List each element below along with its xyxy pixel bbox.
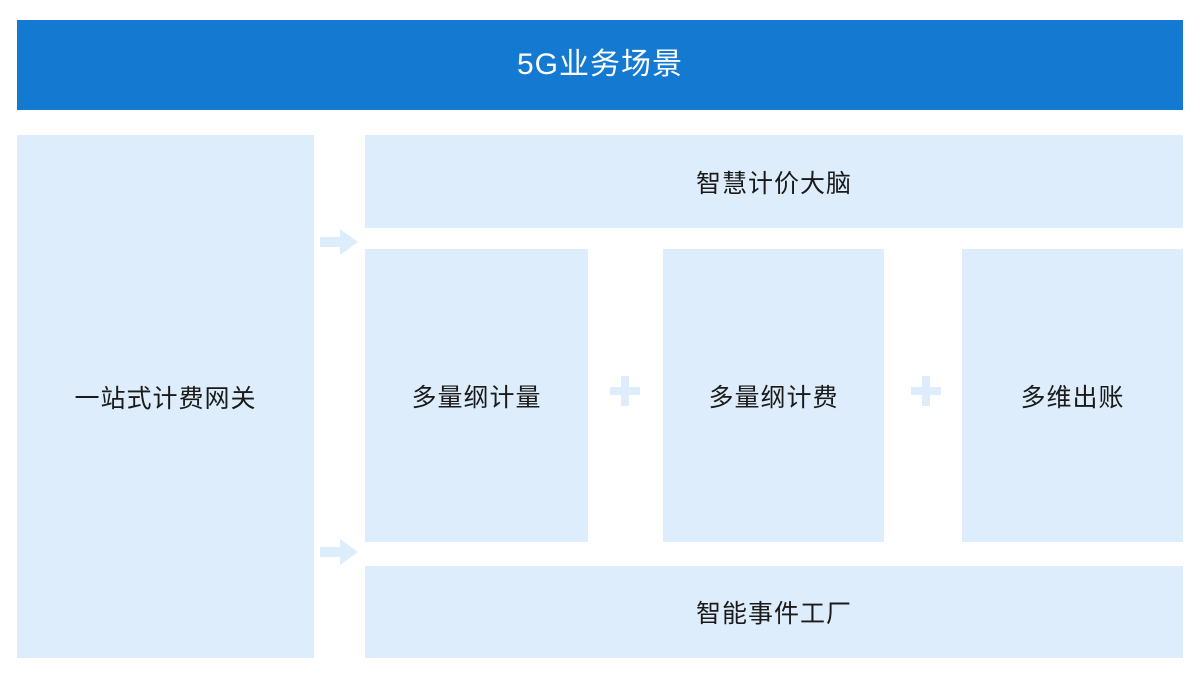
- arrow-right-icon: [320, 227, 360, 257]
- pricing-brain-band: 智慧计价大脑: [365, 135, 1183, 228]
- capability-label: 多维出账: [1020, 383, 1125, 412]
- capability-box-metering: 多量纲计量: [365, 249, 588, 542]
- capability-label: 多量纲计量: [411, 383, 542, 412]
- plus-icon: [607, 373, 643, 409]
- header-banner: 5G业务场景: [17, 20, 1183, 110]
- plus-icon: [908, 373, 944, 409]
- gateway-panel: 一站式计费网关: [17, 135, 314, 658]
- capability-box-charging: 多量纲计费: [663, 249, 884, 542]
- arrow-right-icon: [320, 537, 360, 567]
- gateway-panel-label: 一站式计费网关: [74, 384, 257, 413]
- event-factory-band: 智能事件工厂: [365, 566, 1183, 658]
- capability-box-billing: 多维出账: [962, 249, 1183, 542]
- pricing-brain-label: 智慧计价大脑: [695, 169, 852, 198]
- event-factory-label: 智能事件工厂: [695, 600, 852, 628]
- capability-label: 多量纲计费: [708, 383, 839, 412]
- page-title: 5G业务场景: [516, 48, 684, 81]
